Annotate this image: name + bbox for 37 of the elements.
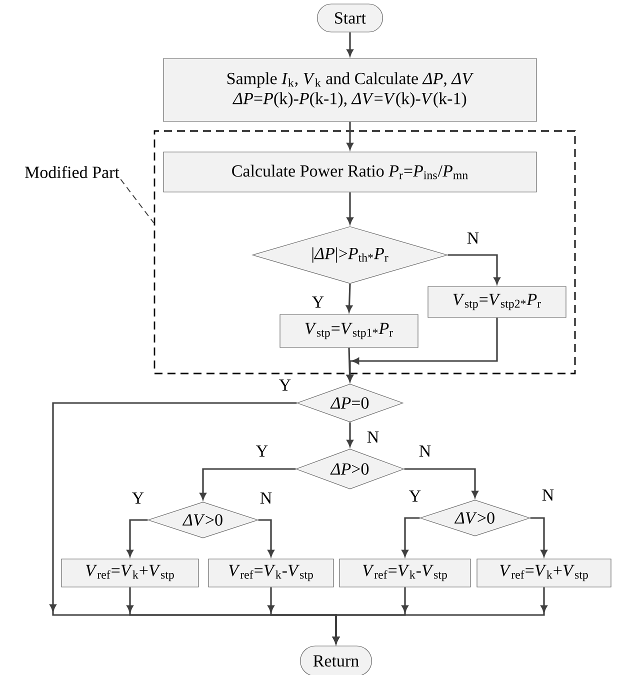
- edge-label: N: [419, 445, 431, 457]
- return-terminal: Return: [300, 646, 372, 675]
- edge-label: Y: [132, 492, 144, 504]
- arrow: [332, 587, 548, 644]
- process-box: V$_{ref}$=V$_{k}$+V$_{stp}$: [61, 558, 199, 588]
- arrow: [404, 468, 478, 498]
- annotation-text: Modified Part: [25, 166, 120, 178]
- start-terminal: Start: [317, 4, 383, 32]
- process-box: V$_{ref}$=V$_{k}$-V$_{stp}$: [208, 558, 334, 588]
- edge-label: Y: [256, 445, 268, 457]
- arrow: [200, 468, 296, 500]
- arrow: [346, 122, 354, 150]
- arrow: [530, 517, 548, 557]
- process-box: V$_{ref}$=V$_{k}$-V$_{stp}$: [339, 558, 471, 588]
- edge-label: N: [260, 492, 272, 504]
- edge-label: Y: [312, 296, 324, 308]
- process-box: V$_{stp}$=V$_{stp2*}$P$_{r}$: [428, 286, 566, 318]
- process-box: Calculate Power Ratio P$_{r}$=P$_{ins}$/P$_{mn}$: [163, 152, 537, 192]
- arrow: [346, 318, 498, 382]
- arrow: [402, 517, 420, 557]
- edge-label: N: [367, 431, 379, 443]
- edge-label: N: [542, 489, 554, 501]
- arrow: [346, 32, 354, 56]
- arrow: [258, 519, 274, 557]
- leader-line: [120, 178, 154, 224]
- edge-label: N: [467, 232, 479, 244]
- arrow: [346, 284, 353, 312]
- dashed-boundary: [154, 130, 576, 374]
- arrow: [346, 422, 354, 447]
- edge-label: Y: [279, 379, 291, 391]
- edge-label: Y: [409, 490, 421, 502]
- process-box: Sample I$_{k}$, V$_{k}$ and Calculate ΔP, ΔV ΔP=P(k)-P(k-1), ΔV=V(k)-V(k-1): [163, 58, 537, 122]
- arrow: [346, 192, 354, 224]
- process-box: V$_{stp}$=V$_{stp1*}$P$_{r}$: [280, 314, 418, 348]
- arrow: [126, 519, 148, 557]
- process-box: V$_{ref}$=V$_{k}$+V$_{stp}$: [476, 558, 612, 588]
- arrow: [448, 254, 500, 284]
